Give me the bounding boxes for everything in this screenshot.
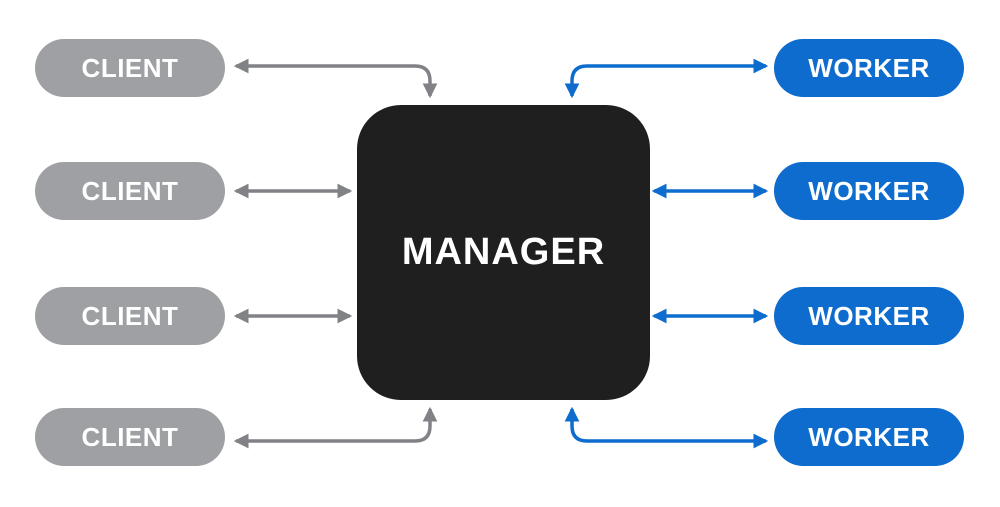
client-node-3: CLIENT	[35, 287, 225, 345]
worker-node-4: WORKER	[774, 408, 964, 466]
client-node-1-label: CLIENT	[81, 52, 179, 83]
client-node-1: CLIENT	[35, 39, 225, 97]
worker-node-1-label: WORKER	[808, 52, 930, 83]
client-node-4-label: CLIENT	[81, 421, 179, 452]
arrow-client4-manager	[233, 406, 438, 449]
client-node-2-label: CLIENT	[81, 175, 179, 206]
arrow-manager-worker4	[564, 406, 769, 449]
worker-node-2-label: WORKER	[808, 175, 930, 206]
worker-node-4-label: WORKER	[808, 421, 930, 452]
client-node-4: CLIENT	[35, 408, 225, 466]
client-node-3-label: CLIENT	[81, 300, 179, 331]
worker-node-2: WORKER	[774, 162, 964, 220]
arrow-manager-worker1	[564, 58, 769, 99]
manager-node: MANAGER	[357, 105, 650, 400]
worker-node-3: WORKER	[774, 287, 964, 345]
client-node-2: CLIENT	[35, 162, 225, 220]
arrow-client1-manager	[233, 58, 438, 99]
manager-node-label: MANAGER	[401, 231, 606, 273]
worker-node-1: WORKER	[774, 39, 964, 97]
worker-node-3-label: WORKER	[808, 300, 930, 331]
